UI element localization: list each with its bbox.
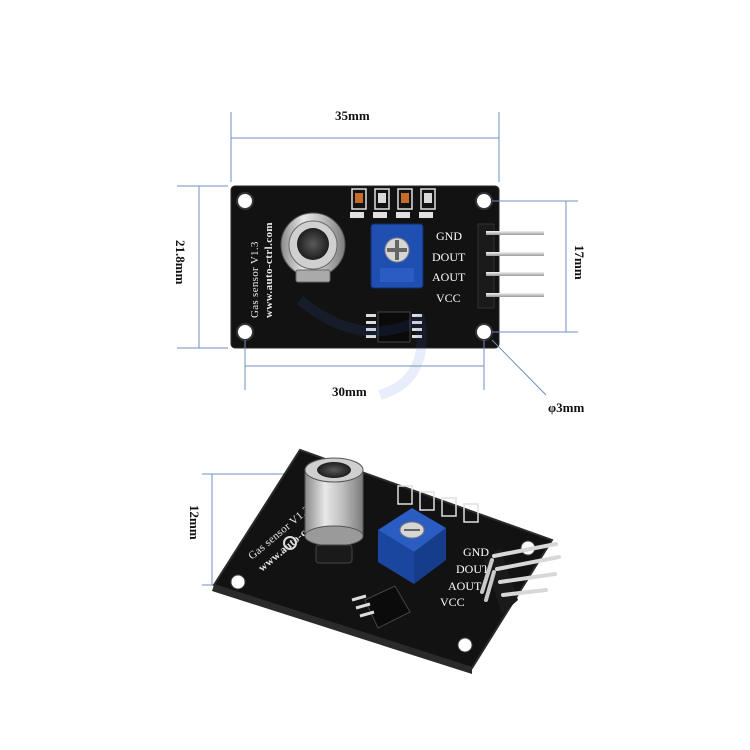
silkscreen-model: Gas sensor V1.3 xyxy=(249,241,261,318)
mounting-hole xyxy=(236,323,254,341)
silkscreen-url: www.auto-ctrl.com xyxy=(263,222,275,318)
dim-pin-span-label: 17mm xyxy=(572,245,587,280)
board-top-view: Gas sensor V1.3 www.auto-ctrl.com xyxy=(230,185,544,400)
potentiometer-angled xyxy=(378,508,446,584)
watermark-logo xyxy=(296,296,427,400)
dim-sensor-height-label: 12mm xyxy=(187,505,202,540)
smd-components-angled xyxy=(397,485,479,523)
dim-hole-spacing-label: 30mm xyxy=(332,384,367,399)
pin-label-vcc-angled: VCC xyxy=(440,595,465,609)
pin-label-aout: AOUT xyxy=(432,270,466,284)
ic-chip xyxy=(366,311,422,343)
header-pins-angled xyxy=(480,542,561,614)
mounting-hole xyxy=(236,192,254,210)
pin-label-vcc: VCC xyxy=(436,291,461,305)
gas-sensor-angled xyxy=(304,457,364,564)
smd-components xyxy=(350,188,436,218)
pin-label-dout: DOUT xyxy=(432,250,466,264)
mounting-hole xyxy=(475,323,493,341)
board-angled-view: Gas sensor V1.3 www.auto-ctrl.c xyxy=(212,448,561,674)
gas-sensor xyxy=(280,212,346,283)
header-pins xyxy=(477,223,544,309)
dim-width-label: 35mm xyxy=(335,108,370,123)
mounting-hole xyxy=(475,192,493,210)
pin-label-aout-angled: AOUT xyxy=(448,579,482,593)
pin-label-gnd-angled: GND xyxy=(463,545,489,559)
pin-label-gnd: GND xyxy=(436,229,462,243)
pin-label-dout-angled: DOUT xyxy=(456,562,490,576)
ic-chip-angled xyxy=(351,585,411,629)
dimension-lines xyxy=(177,112,578,586)
dim-hole-diameter-label: φ3mm xyxy=(548,400,584,415)
dim-height-label: 21.8mm xyxy=(173,240,188,285)
potentiometer xyxy=(370,223,424,289)
